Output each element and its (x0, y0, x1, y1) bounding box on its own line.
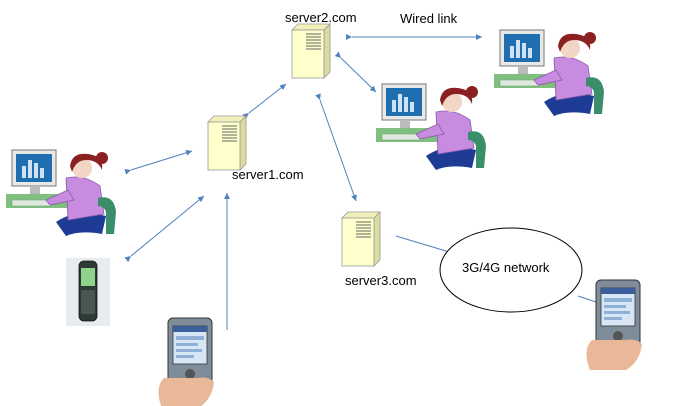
cell-phone-icon (66, 258, 110, 326)
workstation-right-icon (493, 29, 605, 117)
server2-label: server2.com (285, 10, 357, 25)
workstation-left-icon (5, 149, 117, 237)
server3-label: server3.com (345, 273, 417, 288)
pda-right-icon (585, 279, 643, 371)
workstation-mid-icon (375, 83, 487, 171)
link-network-pda (577, 295, 597, 303)
arrow-server2-mid-workstation (334, 51, 377, 93)
connection-arrows (124, 34, 597, 330)
pda-bottom-icon (157, 317, 215, 406)
server1-icon (207, 115, 247, 171)
wired-link-label: Wired link (400, 11, 458, 26)
server2-icon (291, 23, 331, 79)
arrow-server1-left-workstation (124, 149, 193, 175)
arrow-server1-cell-phone (124, 195, 205, 263)
link-server3-network (395, 235, 457, 255)
network-label: 3G/4G network (462, 260, 550, 275)
server3-icon (341, 211, 381, 267)
network-ellipse (439, 227, 583, 313)
server1-label: server1.com (232, 167, 304, 182)
arrow-server1-server2 (242, 83, 287, 120)
arrow-server2-server3 (315, 93, 357, 202)
